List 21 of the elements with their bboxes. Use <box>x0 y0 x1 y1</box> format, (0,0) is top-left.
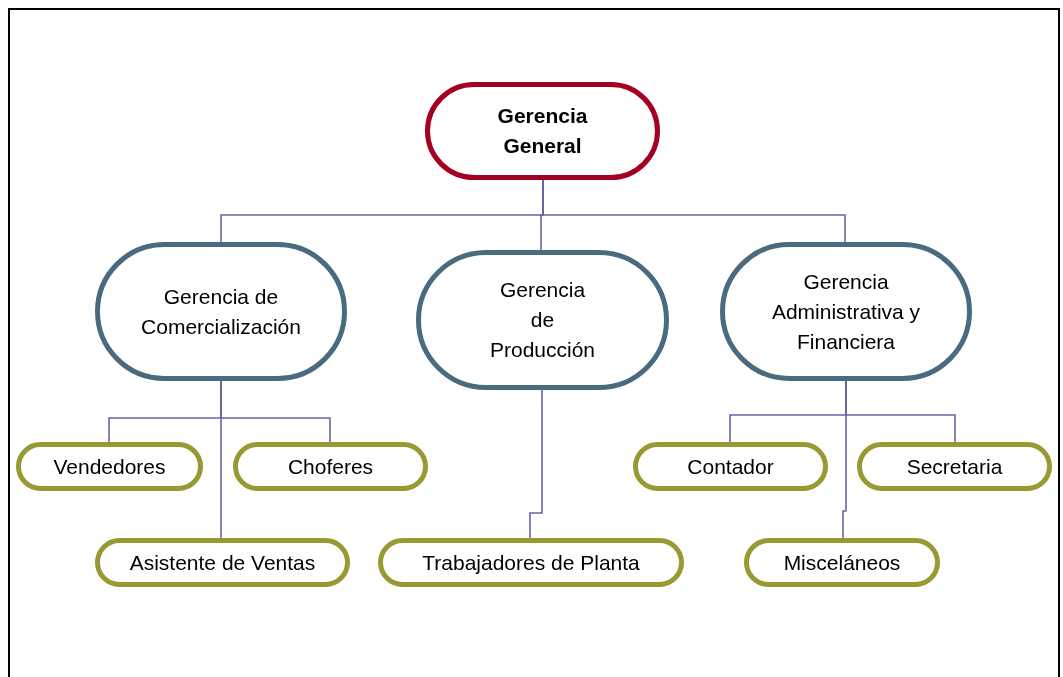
box-label: Gerencia de Producción <box>489 277 596 363</box>
box-label: Contador <box>687 453 774 480</box>
org-chart-box <box>233 442 428 491</box>
org-chart-box <box>633 442 828 491</box>
box-label: Secretaria <box>906 453 1003 480</box>
org-chart-box <box>16 442 203 491</box>
box-label: Asistente de Ventas <box>129 549 316 576</box>
connector-line <box>529 389 543 539</box>
org-chart-box <box>744 538 940 587</box>
box-label: Gerencia Administrativa y Financiera <box>770 268 922 355</box>
box-label: Vendedores <box>53 453 166 480</box>
org-chart-box <box>95 538 350 587</box>
box-label: Misceláneos <box>783 549 901 576</box>
org-chart-box <box>857 442 1052 491</box>
box-label: Trabajadores de Planta <box>422 549 640 576</box>
connector-line <box>842 380 847 539</box>
box-label: Choferes <box>287 453 374 480</box>
box-label: Gerencia General <box>496 103 589 159</box>
connector-line <box>220 380 222 539</box>
box-label: Gerencia de Comercialización <box>141 283 301 340</box>
org-chart-box <box>378 538 684 587</box>
